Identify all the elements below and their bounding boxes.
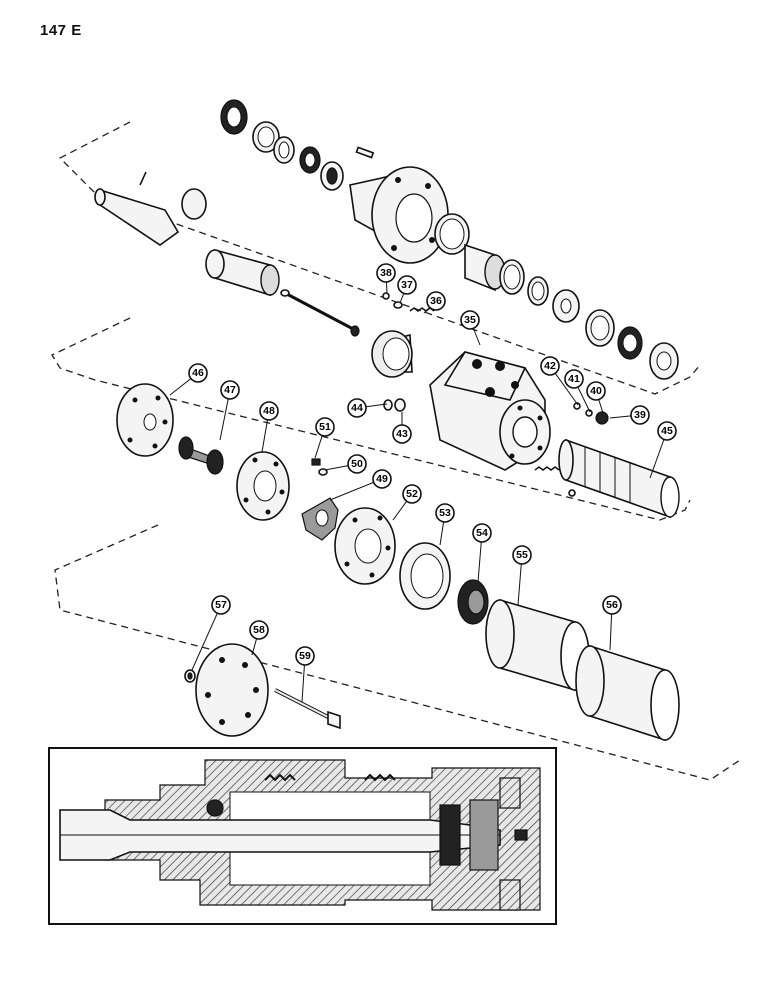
- callout-54: 54: [472, 523, 492, 583]
- callout-leader-line: [191, 604, 222, 671]
- callout-number: 41: [568, 373, 580, 385]
- group-outline-lower: [54, 524, 741, 781]
- callout-circle: [540, 356, 560, 376]
- callout-number: 48: [263, 405, 275, 417]
- callout-47: 47: [219, 380, 240, 441]
- callout-56: 56: [602, 595, 622, 651]
- callout-number: 54: [476, 527, 488, 539]
- callout-circle: [564, 369, 584, 389]
- callout-35: 35: [460, 310, 481, 346]
- group-outline-middle: [51, 317, 691, 521]
- callout-number: 40: [590, 385, 602, 397]
- callout-36: 36: [423, 291, 446, 314]
- callout-38: 38: [376, 263, 396, 295]
- callout-51: 51: [314, 417, 335, 459]
- callout-circle: [249, 620, 269, 640]
- callout-number: 46: [192, 367, 204, 379]
- callout-58: 58: [249, 620, 269, 656]
- callout-57: 57: [191, 595, 231, 671]
- callout-circle: [435, 503, 455, 523]
- callout-layer: 35 36 37 38 39 40 41 42 43 44 45 46 47 48 49 50 51 52 53 54…: [169, 263, 677, 703]
- callout-number: 57: [215, 599, 227, 611]
- callout-number: 37: [401, 279, 413, 291]
- callout-number: 59: [299, 650, 311, 662]
- callout-circle: [315, 417, 335, 437]
- callout-55: 55: [512, 545, 532, 606]
- callout-circle: [402, 484, 422, 504]
- callout-number: 55: [516, 549, 528, 561]
- callout-41: 41: [564, 369, 591, 413]
- callout-39: 39: [609, 405, 650, 425]
- callout-52: 52: [392, 484, 422, 521]
- lower-cap-assembly: [184, 598, 680, 742]
- callout-number: 51: [319, 421, 331, 433]
- callout-circle: [347, 398, 367, 418]
- callout-circle: [397, 275, 417, 295]
- callout-48: 48: [259, 401, 279, 453]
- callout-number: 35: [464, 314, 476, 326]
- callout-number: 39: [634, 409, 646, 421]
- callout-circle: [472, 523, 492, 543]
- callout-45: 45: [649, 421, 677, 479]
- callout-number: 58: [253, 624, 265, 636]
- callout-circle: [188, 363, 208, 383]
- callout-number: 36: [430, 295, 442, 307]
- callout-44: 44: [347, 398, 388, 418]
- callout-circle: [460, 310, 480, 330]
- callout-circle: [376, 263, 396, 283]
- group-outline-upper: [58, 121, 701, 395]
- callout-circle: [392, 424, 412, 444]
- callout-circle: [220, 380, 240, 400]
- callout-circle: [295, 646, 315, 666]
- callout-number: 52: [406, 488, 418, 500]
- callout-37: 37: [397, 275, 417, 304]
- callout-circle: [586, 381, 606, 401]
- callout-circle: [372, 469, 392, 489]
- callout-number: 38: [380, 267, 392, 279]
- callout-59: 59: [295, 646, 315, 703]
- callout-number: 42: [544, 360, 556, 372]
- callout-circle: [347, 454, 367, 474]
- callout-53: 53: [435, 503, 455, 546]
- callout-number: 44: [351, 402, 363, 414]
- page-number: 147 E: [40, 22, 82, 39]
- callout-circle: [211, 595, 231, 615]
- callout-50: 50: [324, 454, 367, 474]
- upper-shaft-assembly: [94, 99, 679, 380]
- callout-circle: [512, 545, 532, 565]
- callout-number: 47: [224, 384, 236, 396]
- callout-43: 43: [392, 412, 412, 444]
- callout-circle: [259, 401, 279, 421]
- callout-number: 50: [351, 458, 363, 470]
- callout-46: 46: [169, 363, 208, 396]
- callout-42: 42: [540, 356, 579, 406]
- callout-circle: [657, 421, 677, 441]
- callout-number: 45: [661, 425, 673, 437]
- callout-circle: [426, 291, 446, 311]
- cross-section-inset: [48, 747, 557, 925]
- callout-number: 56: [606, 599, 618, 611]
- callout-number: 53: [439, 507, 451, 519]
- callout-40: 40: [586, 381, 606, 414]
- callout-circle: [602, 595, 622, 615]
- callout-number: 49: [376, 473, 388, 485]
- callout-circle: [630, 405, 650, 425]
- callout-number: 43: [396, 428, 408, 440]
- middle-valve-assembly: [116, 351, 680, 625]
- callout-49: 49: [329, 469, 392, 501]
